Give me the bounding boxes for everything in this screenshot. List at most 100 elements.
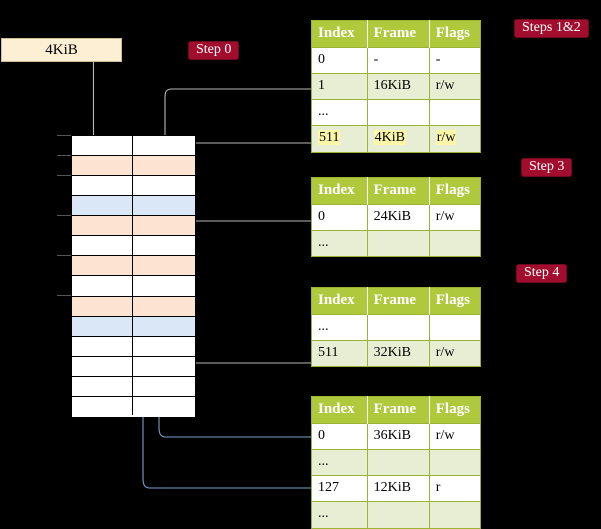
source-box-label: 4KiB (45, 41, 78, 58)
cell-index: ... (311, 448, 368, 477)
cell-index: 127 (311, 475, 368, 503)
cell-flags (428, 99, 482, 127)
memory-column-divider (132, 136, 133, 415)
wire-l3-to-mem (182, 220, 311, 266)
badge-step-3-label: Step 3 (529, 159, 565, 174)
cell-flags: r/w (428, 339, 482, 368)
table-row: 511 4KiB r/w (311, 125, 482, 153)
cell-index: ... (311, 99, 368, 127)
wire-l1-127-to-mem (136, 325, 311, 489)
physical-memory-column (71, 135, 196, 417)
badge-step-4-label: Step 4 (524, 265, 560, 280)
cell-frame (366, 99, 430, 127)
cell-flags (428, 448, 482, 477)
memory-tick (57, 155, 71, 156)
column-header-flags: Flags (429, 396, 481, 424)
cell-flags: r/w (428, 125, 482, 153)
cell-index: ... (311, 229, 368, 258)
memory-frame-row (72, 276, 195, 297)
column-header-flags: Flags (429, 20, 481, 48)
cell-flags: - (428, 46, 482, 74)
column-header-index: Index (311, 177, 368, 205)
table-row: ... (311, 501, 482, 529)
column-header-frame: Frame (367, 287, 430, 315)
badge-steps-1-2-label: Steps 1&2 (522, 20, 581, 35)
cell-index: 0 (311, 46, 368, 74)
column-header-index: Index (311, 396, 368, 424)
cell-frame (366, 229, 430, 258)
memory-frame-row (72, 196, 195, 217)
column-header-frame: Frame (367, 20, 430, 48)
memory-tick (57, 215, 71, 216)
memory-tick (57, 255, 71, 256)
cell-flags (428, 229, 482, 258)
cell-flags (428, 501, 482, 529)
column-header-frame: Frame (367, 177, 430, 205)
cell-frame: 32KiB (366, 339, 430, 368)
wire-l1-0-to-mem (152, 200, 311, 438)
table-row: 0-- (311, 46, 482, 74)
memory-frame-row (72, 256, 195, 277)
column-header-index: Index (311, 287, 368, 315)
memory-frame-row (72, 156, 195, 177)
memory-tick (57, 135, 71, 136)
cell-index: 1 (311, 72, 368, 101)
memory-frame-row (72, 336, 195, 357)
wire-mem-to-l2 (173, 302, 311, 364)
highlighted-value: r/w (435, 130, 457, 146)
table-row: ... (311, 448, 482, 477)
cell-index: 511 (311, 339, 368, 368)
memory-frame-row (72, 176, 195, 197)
cell-frame: 4KiB (366, 125, 430, 153)
wire-l4-to-mem (164, 88, 311, 186)
table-row: ... (311, 229, 482, 258)
cell-flags: r (428, 475, 482, 503)
cell-index: 0 (311, 422, 368, 450)
cell-frame (366, 448, 430, 477)
memory-frame-row (72, 136, 195, 157)
memory-tick (57, 295, 71, 296)
cell-flags: r/w (428, 203, 482, 231)
cell-frame: 12KiB (366, 475, 430, 503)
column-header-frame: Frame (367, 396, 430, 424)
memory-tick (57, 175, 71, 176)
cell-frame: 36KiB (366, 422, 430, 450)
highlighted-value: 511 (318, 130, 341, 146)
cell-frame: 16KiB (366, 72, 430, 101)
memory-frame-row (72, 356, 195, 377)
memory-frame-row (72, 396, 195, 417)
table-row: ... (311, 313, 482, 341)
badge-step-3: Step 3 (521, 158, 573, 178)
memory-frame-row (72, 376, 195, 397)
table-row: ... (311, 99, 482, 127)
column-header-flags: Flags (429, 177, 481, 205)
cell-index: ... (311, 501, 368, 529)
cell-frame: - (366, 46, 430, 74)
badge-step-4: Step 4 (516, 264, 568, 284)
cell-flags: r/w (428, 422, 482, 450)
badge-steps-1-2: Steps 1&2 (514, 19, 589, 39)
cell-frame: 24KiB (366, 203, 430, 231)
memory-frame-row (72, 316, 195, 337)
cell-index: ... (311, 313, 368, 341)
memory-frame-row (72, 236, 195, 257)
cell-frame (366, 313, 430, 341)
memory-frame-row (72, 216, 195, 237)
badge-step-0: Step 0 (188, 41, 240, 61)
cell-flags: r/w (428, 72, 482, 101)
source-box-4kib: 4KiB (1, 38, 122, 62)
cell-index: 511 (311, 125, 368, 153)
badge-step-0-label: Step 0 (196, 42, 232, 57)
memory-frame-row (72, 296, 195, 317)
cell-frame (366, 501, 430, 529)
